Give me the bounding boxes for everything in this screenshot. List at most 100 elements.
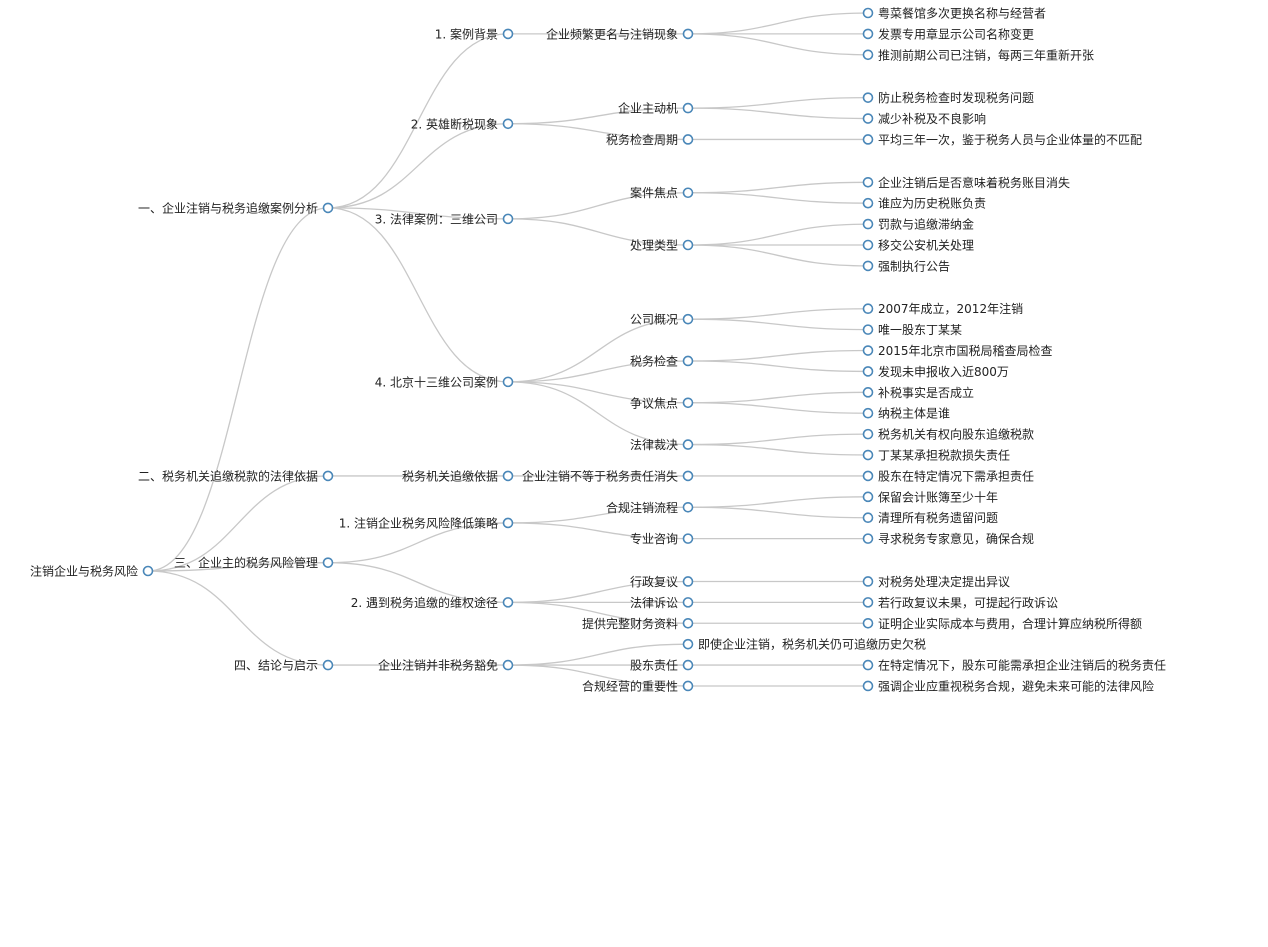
node-toggle-circle[interactable] (862, 134, 874, 145)
node-toggle-circle[interactable] (682, 134, 694, 145)
node-toggle-circle[interactable] (502, 597, 514, 608)
node-toggle-circle[interactable] (322, 470, 334, 482)
branch-node[interactable]: 三、企业主的税务风险管理 (174, 555, 334, 570)
leaf-node[interactable]: 补税事实是否成立 (862, 385, 975, 400)
node-toggle-circle[interactable] (322, 659, 334, 671)
branch-node[interactable]: 法律裁决 (630, 438, 694, 452)
node-toggle-circle[interactable] (862, 239, 874, 251)
branch-node[interactable]: 税务检查周期 (606, 132, 694, 147)
node-toggle-circle[interactable] (862, 113, 874, 124)
node-toggle-circle[interactable] (682, 187, 694, 199)
branch-node[interactable]: 四、结论与启示 (234, 659, 334, 673)
node-toggle-circle[interactable] (862, 197, 874, 209)
node-toggle-circle[interactable] (502, 470, 514, 482)
node-toggle-circle[interactable] (322, 202, 334, 214)
node-toggle-circle[interactable] (682, 470, 694, 482)
node-toggle-circle[interactable] (862, 324, 874, 335)
leaf-node[interactable]: 强调企业应重视税务合规，避免未来可能的法律风险 (862, 678, 1155, 693)
leaf-node[interactable]: 罚款与追缴滞纳金 (862, 217, 975, 232)
leaf-node[interactable]: 清理所有税务遗留问题 (862, 510, 999, 525)
node-toggle-circle[interactable] (322, 557, 334, 568)
branch-node[interactable]: 企业注销并非税务豁免 (378, 658, 514, 673)
root-node[interactable]: 注销企业与税务风险 (30, 564, 154, 579)
branch-node[interactable]: 争议焦点 (630, 396, 694, 410)
leaf-node[interactable]: 证明企业实际成本与费用，合理计算应纳税所得额 (862, 616, 1143, 631)
leaf-node[interactable]: 对税务处理决定提出异议 (862, 574, 1011, 589)
leaf-node[interactable]: 在特定情况下，股东可能需承担企业注销后的税务责任 (862, 658, 1167, 673)
node-toggle-circle[interactable] (862, 470, 874, 482)
leaf-node[interactable]: 即使企业注销，税务机关仍可追缴历史欠税 (682, 637, 927, 652)
branch-node[interactable]: 合规经营的重要性 (582, 678, 694, 693)
leaf-node[interactable]: 纳税主体是谁 (862, 407, 951, 421)
node-toggle-circle[interactable] (682, 239, 694, 251)
node-toggle-circle[interactable] (502, 118, 514, 130)
leaf-node[interactable]: 唯一股东丁某某 (862, 323, 963, 337)
node-toggle-circle[interactable] (682, 439, 694, 450)
leaf-node[interactable]: 税务机关有权向股东追缴税款 (862, 427, 1035, 442)
node-toggle-circle[interactable] (862, 659, 874, 671)
branch-node[interactable]: 税务机关追缴依据 (402, 468, 514, 483)
node-toggle-circle[interactable] (502, 517, 514, 529)
leaf-node[interactable]: 2007年成立，2012年注销 (862, 301, 1024, 316)
node-toggle-circle[interactable] (502, 213, 514, 225)
leaf-node[interactable]: 平均三年一次，鉴于税务人员与企业体量的不匹配 (862, 132, 1143, 147)
leaf-node[interactable]: 减少补税及不良影响 (862, 111, 987, 126)
branch-node[interactable]: 专业咨询 (630, 531, 694, 546)
branch-node[interactable]: 企业主动机 (618, 101, 694, 116)
leaf-node[interactable]: 粤菜餐馆多次更换名称与经营者 (862, 6, 1047, 21)
node-toggle-circle[interactable] (862, 218, 874, 230)
branch-node[interactable]: 公司概况 (630, 313, 694, 327)
branch-node[interactable]: 1. 注销企业税务风险降低策略 (339, 515, 514, 530)
leaf-node[interactable]: 保留会计账簿至少十年 (862, 489, 999, 504)
branch-node[interactable]: 法律诉讼 (630, 596, 694, 610)
node-toggle-circle[interactable] (682, 617, 694, 629)
leaf-node[interactable]: 丁某某承担税款损失责任 (862, 448, 1011, 463)
node-toggle-circle[interactable] (502, 28, 514, 40)
leaf-node[interactable]: 发票专用章显示公司名称变更 (862, 26, 1035, 41)
branch-node[interactable]: 税务检查 (630, 353, 694, 368)
leaf-node[interactable]: 发现未申报收入近800万 (862, 364, 1009, 379)
node-toggle-circle[interactable] (862, 533, 874, 544)
node-toggle-circle[interactable] (682, 680, 694, 692)
node-toggle-circle[interactable] (862, 512, 874, 524)
node-toggle-circle[interactable] (682, 659, 694, 671)
branch-node[interactable]: 企业注销不等于税务责任消失 (522, 468, 694, 483)
branch-node[interactable]: 2. 遇到税务追缴的维权途径 (351, 595, 514, 610)
node-toggle-circle[interactable] (682, 102, 694, 114)
node-toggle-circle[interactable] (682, 355, 694, 367)
leaf-node[interactable]: 企业注销后是否意味着税务账目消失 (862, 175, 1071, 190)
branch-node[interactable]: 股东责任 (630, 659, 694, 673)
node-toggle-circle[interactable] (862, 428, 874, 440)
leaf-node[interactable]: 推测前期公司已注销，每两三年重新开张 (862, 47, 1095, 62)
node-toggle-circle[interactable] (862, 176, 874, 188)
branch-node[interactable]: 2. 英雄断税现象 (411, 116, 514, 131)
node-toggle-circle[interactable] (862, 576, 874, 587)
leaf-node[interactable]: 寻求税务专家意见，确保合规 (862, 531, 1035, 546)
node-toggle-circle[interactable] (862, 345, 874, 356)
node-toggle-circle[interactable] (862, 260, 874, 272)
node-toggle-circle[interactable] (862, 366, 874, 377)
node-toggle-circle[interactable] (502, 376, 514, 388)
node-toggle-circle[interactable] (862, 617, 874, 629)
branch-node[interactable]: 二、税务机关追缴税款的法律依据 (138, 468, 334, 483)
node-toggle-circle[interactable] (682, 638, 694, 650)
leaf-node[interactable]: 若行政复议未果，可提起行政诉讼 (862, 595, 1059, 610)
branch-node[interactable]: 4. 北京十三维公司案例 (375, 374, 514, 389)
node-toggle-circle[interactable] (862, 92, 874, 103)
branch-node[interactable]: 一、企业注销与税务追缴案例分析 (138, 200, 334, 215)
branch-node[interactable]: 案件焦点 (630, 185, 694, 200)
branch-node[interactable]: 处理类型 (630, 238, 694, 252)
node-toggle-circle[interactable] (862, 491, 874, 503)
leaf-node[interactable]: 移交公安机关处理 (862, 237, 975, 252)
branch-node[interactable]: 合规注销流程 (606, 500, 694, 515)
node-toggle-circle[interactable] (862, 28, 874, 40)
node-toggle-circle[interactable] (862, 49, 874, 61)
branch-node[interactable]: 行政复议 (630, 575, 694, 589)
node-toggle-circle[interactable] (682, 576, 694, 587)
node-toggle-circle[interactable] (682, 597, 694, 608)
leaf-node[interactable]: 防止税务检查时发现税务问题 (862, 90, 1035, 105)
branch-node[interactable]: 提供完整财务资料 (582, 616, 694, 631)
node-toggle-circle[interactable] (142, 565, 154, 577)
node-toggle-circle[interactable] (862, 407, 874, 419)
node-toggle-circle[interactable] (862, 597, 874, 608)
